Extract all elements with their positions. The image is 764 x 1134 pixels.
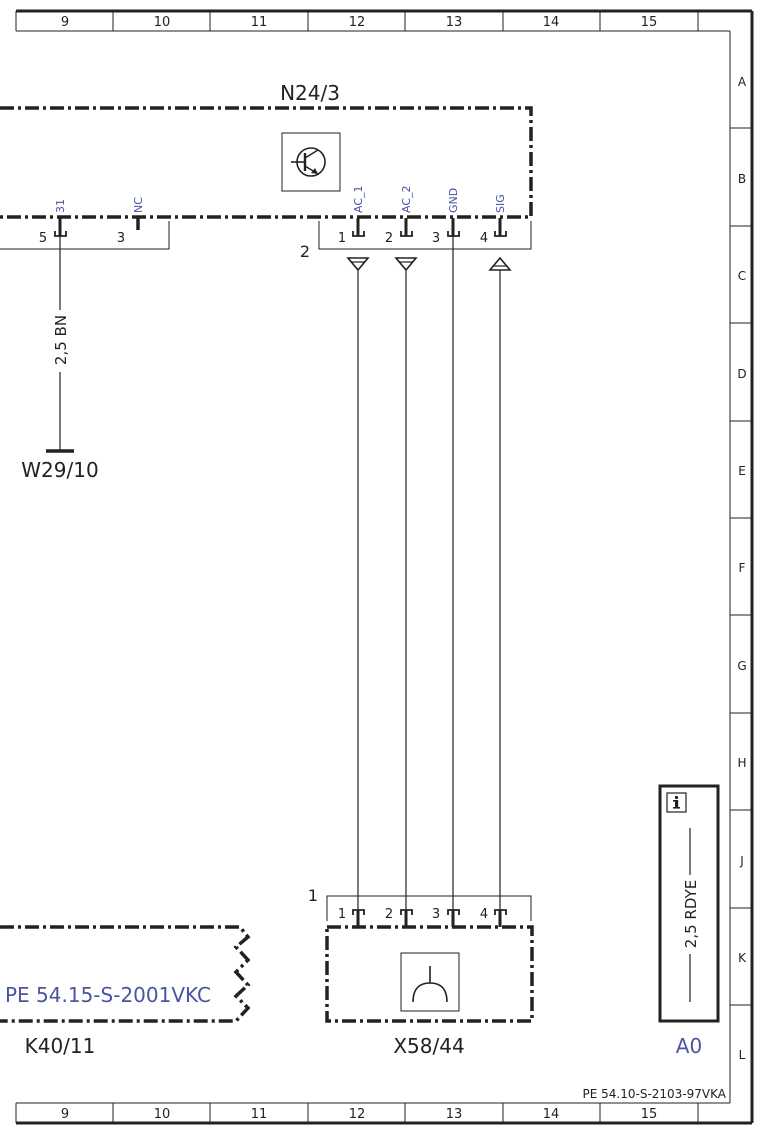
- pin-signal-label: GND: [447, 188, 460, 213]
- arrow-down-icon: [394, 257, 418, 272]
- row-label: E: [738, 464, 746, 478]
- pin-ac-2: [400, 218, 413, 237]
- row-labels: A B C D E F G H J K L: [737, 75, 747, 1062]
- pin-number: 2: [385, 907, 393, 922]
- pin-number: 3: [117, 231, 125, 246]
- column-labels-bottom: 9 10 11 12 13 14 15: [61, 1107, 657, 1122]
- pin-signal-label: NC: [132, 197, 145, 213]
- component-label-x58-44: X58/44: [393, 1034, 464, 1058]
- pin-number: 3: [432, 231, 440, 246]
- pin-x58-1: [352, 909, 365, 927]
- component-outline: [325, 925, 534, 1023]
- pin-signal-label: 31: [54, 199, 67, 213]
- column-label: 11: [251, 15, 268, 30]
- column-label: 13: [446, 15, 463, 30]
- pin-31: [54, 218, 67, 237]
- column-label: 14: [543, 15, 560, 30]
- pin-number: 4: [480, 907, 488, 922]
- component-x58-44: 1 1 2 3 4 X58/44: [308, 886, 534, 1058]
- wire-label-2-5-bn: 2,5 BN: [52, 315, 70, 365]
- arrow-up-icon: [488, 256, 512, 271]
- component-a0: 2,5 RDYE A0: [658, 784, 720, 1058]
- pin-number: 4: [480, 231, 488, 246]
- column-label: 11: [251, 1107, 268, 1122]
- column-label: 15: [641, 1107, 658, 1122]
- pin-x58-3: [447, 909, 460, 927]
- transistor-icon: [281, 132, 341, 192]
- component-label-n24-3: N24/3: [280, 81, 340, 105]
- column-label: 9: [61, 15, 69, 30]
- row-label: A: [738, 75, 747, 89]
- pin-number: 1: [338, 907, 346, 922]
- connector-label-2: 2: [300, 242, 310, 261]
- pin-number: 2: [385, 231, 393, 246]
- connector-housing-2: [318, 221, 532, 250]
- column-label: 13: [446, 1107, 463, 1122]
- document-id: PE 54.10-S-2103-97VKA: [583, 1087, 727, 1101]
- row-label: F: [739, 561, 746, 575]
- sheet-frame: [15, 9, 754, 1125]
- arrow-down-icon: [346, 257, 370, 272]
- component-n24-3: N24/3 5 31 3 NC 2: [0, 81, 533, 261]
- column-label: 12: [349, 15, 366, 30]
- component-label-k40-11: K40/11: [25, 1034, 96, 1058]
- row-label: J: [739, 854, 744, 868]
- component-label-a0: A0: [676, 1034, 702, 1058]
- component-outline: [0, 925, 251, 1023]
- connector-housing-1: [326, 895, 532, 921]
- wires: [46, 236, 512, 912]
- headphone-socket-icon: [400, 952, 460, 1012]
- pin-signal-label: AC_1: [352, 185, 365, 213]
- column-dividers: [112, 11, 699, 1123]
- pin-x58-2: [400, 909, 413, 927]
- info-icon[interactable]: [666, 792, 687, 813]
- component-label-w29-10: W29/10: [21, 458, 98, 482]
- column-label: 14: [543, 1107, 560, 1122]
- column-label: 10: [154, 15, 171, 30]
- connector-housing-left: [0, 221, 170, 250]
- column-labels-top: 9 10 11 12 13 14 15: [61, 15, 657, 30]
- pin-number: 1: [338, 231, 346, 246]
- pin-number: 3: [432, 907, 440, 922]
- row-label: G: [737, 659, 746, 673]
- pin-ac-1: [352, 218, 365, 237]
- wire-label-2-5-rdye: 2,5 RDYE: [682, 880, 700, 948]
- a0-box: [658, 784, 720, 1023]
- component-w29-10: 2,5 BN W29/10: [21, 315, 98, 482]
- column-label: 9: [61, 1107, 69, 1122]
- pin-x58-4: [494, 909, 507, 927]
- row-label: D: [737, 367, 746, 381]
- row-label: C: [738, 269, 746, 283]
- pin-signal-label: AC_2: [400, 185, 413, 213]
- row-label: L: [739, 1048, 746, 1062]
- column-label: 10: [154, 1107, 171, 1122]
- column-label: 15: [641, 15, 658, 30]
- cross-reference-link[interactable]: PE 54.15-S-2001VKC: [5, 983, 211, 1007]
- column-label: 12: [349, 1107, 366, 1122]
- row-label: H: [737, 756, 746, 770]
- component-outline: [0, 106, 533, 219]
- pin-sig: [494, 218, 507, 237]
- pin-signal-label: SIG: [494, 194, 507, 213]
- pin-number: 5: [39, 231, 47, 246]
- pin-gnd: [447, 218, 460, 237]
- row-label: B: [738, 172, 746, 186]
- row-label: K: [738, 951, 747, 965]
- row-dividers: [730, 127, 752, 1006]
- component-k40-11: PE 54.15-S-2001VKC K40/11: [0, 925, 251, 1058]
- connector-label-1: 1: [308, 886, 318, 905]
